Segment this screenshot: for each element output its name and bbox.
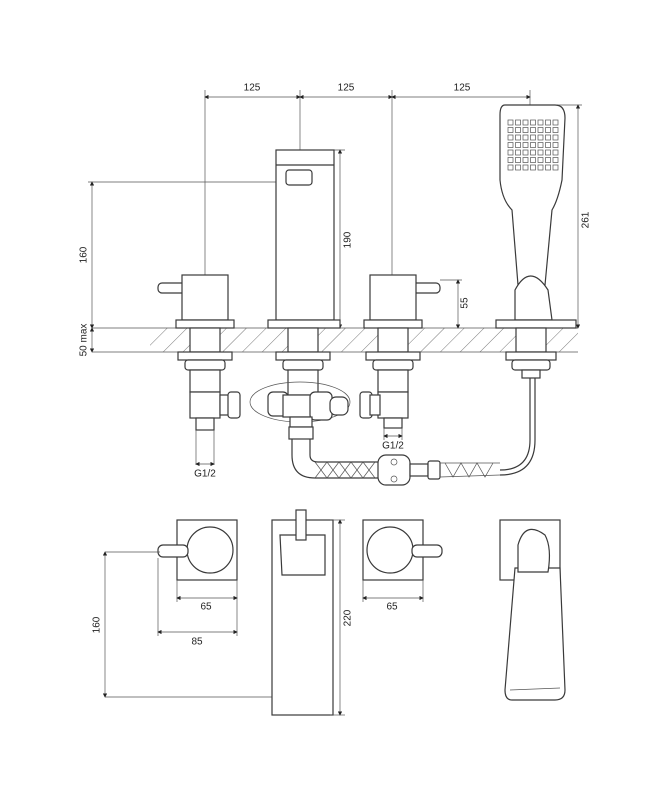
dim-spacing-1: 125: [243, 82, 261, 94]
dim-front-left-total: 85: [191, 636, 203, 648]
spray-nozzle: [545, 157, 551, 163]
spray-nozzle: [530, 157, 536, 163]
dim-spacing-2: 125: [337, 82, 355, 94]
spray-nozzle: [507, 157, 514, 163]
spray-nozzle: [552, 164, 559, 171]
spout-front: [271, 509, 345, 716]
spray-nozzle: [552, 127, 559, 133]
spray-nozzle: [545, 142, 551, 148]
spray-nozzle: [545, 127, 551, 133]
spray-nozzle: [530, 164, 536, 171]
spray-nozzle: [507, 127, 514, 133]
spray-nozzle: [507, 134, 514, 141]
spray-nozzle: [522, 119, 529, 126]
spray-nozzle: [537, 164, 544, 171]
dim-front-left-height: 160: [91, 616, 103, 634]
spray-nozzle: [552, 149, 559, 156]
spray-nozzle: [552, 134, 559, 141]
spray-nozzle: [530, 134, 536, 141]
left-valve-side: [157, 274, 241, 467]
dim-front-spout-height: 220: [342, 609, 354, 627]
spray-nozzle: [522, 127, 529, 133]
spray-nozzle: [522, 149, 529, 156]
spray-nozzle: [552, 142, 559, 148]
spout-side: [249, 149, 536, 486]
spray-nozzle: [515, 134, 521, 141]
spray-nozzle: [530, 119, 536, 126]
spray-nozzle: [515, 157, 521, 163]
handshower-front: [499, 519, 566, 701]
spray-nozzle: [507, 164, 514, 171]
dim-front-right-width: 65: [386, 601, 398, 613]
spray-nozzle: [537, 127, 544, 133]
spray-nozzle: [515, 119, 521, 126]
spray-nozzle: [552, 157, 559, 163]
spray-nozzle: [545, 149, 551, 156]
spray-nozzle: [515, 149, 521, 156]
spray-nozzle: [537, 134, 544, 141]
spray-nozzle: [537, 142, 544, 148]
dim-lever-height: 55: [459, 297, 471, 309]
spray-nozzle: [537, 157, 544, 163]
spray-nozzle: [522, 134, 529, 141]
right-valve-side: [359, 274, 441, 440]
spray-nozzle: [507, 119, 514, 126]
dim-spacing-3: 125: [453, 82, 471, 94]
right-valve-front: [362, 519, 443, 602]
spray-nozzle: [515, 127, 521, 133]
spray-nozzle: [552, 119, 559, 126]
dim-valve-height: 160: [78, 246, 90, 264]
spray-nozzle: [530, 149, 536, 156]
dim-thread-left: G1/2: [194, 468, 216, 480]
spray-nozzle-grid: [507, 119, 559, 171]
spray-nozzle: [545, 119, 551, 126]
dim-deck-thickness: 50 max: [78, 323, 90, 357]
spray-nozzle: [537, 119, 544, 126]
left-valve-front: [102, 519, 300, 698]
spray-nozzle: [522, 157, 529, 163]
spray-nozzle: [515, 164, 521, 171]
top-dimension-lines: [88, 90, 582, 353]
dim-front-left-width: 65: [200, 601, 212, 613]
spray-nozzle: [530, 127, 536, 133]
spray-nozzle: [530, 142, 536, 148]
spray-nozzle: [545, 164, 551, 171]
spray-nozzle: [537, 149, 544, 156]
spray-nozzle: [522, 164, 529, 171]
spray-nozzle: [507, 142, 514, 148]
countertop-section: [92, 327, 578, 353]
spray-nozzle: [522, 142, 529, 148]
dim-thread-right: G1/2: [382, 440, 404, 452]
dim-handshower-height: 261: [580, 211, 592, 229]
handshower-side: [495, 104, 577, 379]
spray-nozzle: [507, 149, 514, 156]
spray-nozzle: [515, 142, 521, 148]
spray-nozzle: [545, 134, 551, 141]
dim-spout-height: 190: [342, 231, 354, 249]
